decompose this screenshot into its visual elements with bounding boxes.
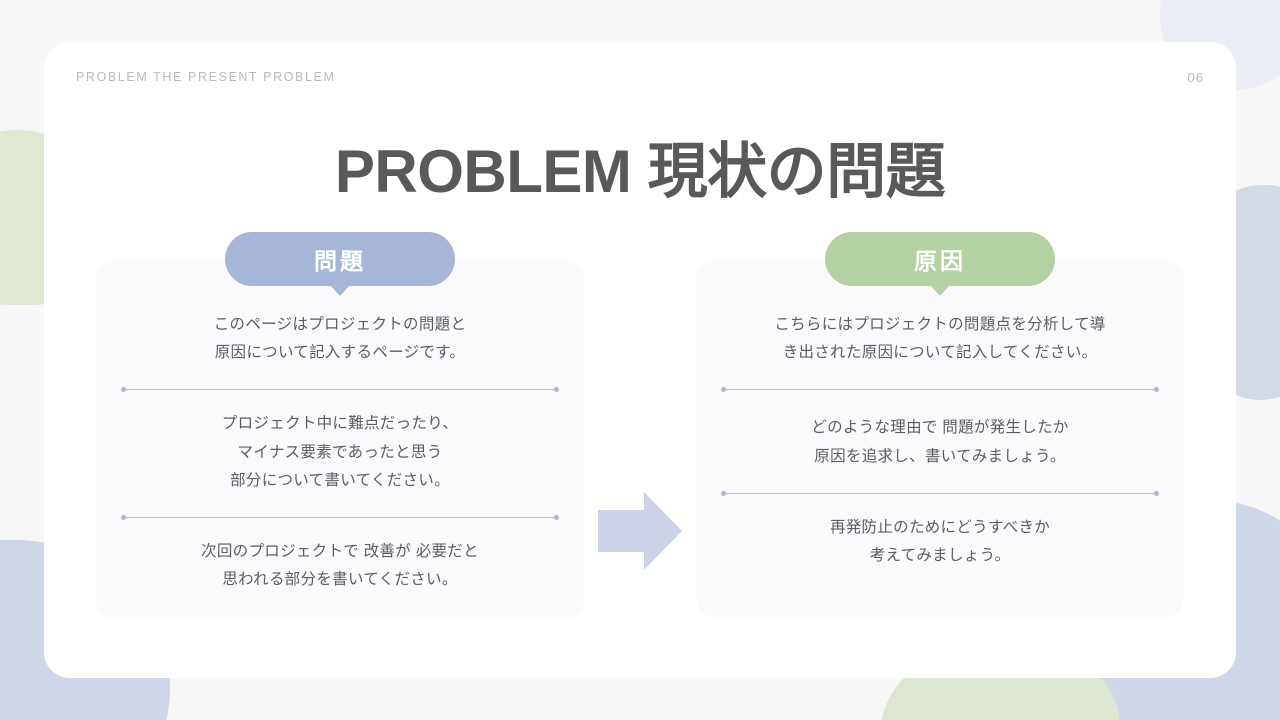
content-columns: 問題 このページはプロジェクトの問題と 原因について記入するページです。 プロジ… [96,232,1184,660]
badge-tail-icon [329,284,351,296]
column-cause: 原因 こちらにはプロジェクトの問題点を分析して導 き出された原因について記入して… [696,232,1184,617]
eyebrow-label: PROBLEM THE PRESENT PROBLEM [76,70,336,84]
text-line: どのような理由で 問題が発生したか [811,419,1069,437]
text-line: 考えてみましょう。 [869,547,1011,565]
panel-cause: こちらにはプロジェクトの問題点を分析して導 き出された原因について記入してくださ… [696,259,1184,617]
text-line: マイナス要素であったと思う [237,443,443,461]
text-block-cause-detail: どのような理由で 問題が発生したか 原因を追求し、書いてみましょう。 [722,414,1158,470]
panel-problem: このページはプロジェクトの問題と 原因について記入するページです。 プロジェクト… [96,259,584,621]
text-line: このページはプロジェクトの問題と [213,316,467,333]
column-problem: 問題 このページはプロジェクトの問題と 原因について記入するページです。 プロジ… [96,232,584,621]
badge-cause-label: 原因 [914,248,966,274]
divider-problem-2 [121,515,559,521]
text-line: 再発防止のためにどうすべきか [829,518,1051,536]
text-line: プロジェクト中に難点だったり、 [221,415,459,433]
badge-wrap-cause: 原因 [696,232,1184,296]
text-line: 原因を追求し、書いてみましょう。 [814,447,1066,465]
divider-problem-1 [121,387,559,393]
badge-tail-icon [929,284,951,296]
text-line: き出された原因について記入してください。 [782,344,1098,362]
text-block-problem-intro: このページはプロジェクトの問題と 原因について記入するページです。 [122,311,558,367]
badge-cause[interactable]: 原因 [825,232,1055,296]
divider-cause-2 [721,490,1159,496]
divider-cause-1 [721,387,1159,393]
text-line: こちらにはプロジェクトの問題点を分析して導 [774,316,1106,333]
text-block-problem-detail: プロジェクト中に難点だったり、 マイナス要素であったと思う 部分について書いてく… [122,410,558,495]
slide-header: PROBLEM THE PRESENT PROBLEM 06 [44,42,1236,112]
text-block-cause-prevention: 再発防止のためにどうすべきか 考えてみましょう。 [722,514,1158,570]
badge-problem[interactable]: 問題 [225,232,455,296]
badge-problem-label: 問題 [314,248,366,274]
text-line: 原因について記入するページです。 [214,344,466,362]
text-line: 部分について書いてください。 [230,471,450,489]
text-line: 思われる部分を書いてください。 [222,571,458,589]
arrow-right-icon [588,492,692,570]
slide-canvas: PROBLEM THE PRESENT PROBLEM 06 PROBLEM 現… [44,42,1236,678]
text-block-problem-improvement: 次回のプロジェクトで 改善が 必要だと 思われる部分を書いてください。 [122,538,558,594]
badge-wrap-problem: 問題 [96,232,584,296]
text-line: 次回のプロジェクトで 改善が 必要だと [201,543,479,561]
page-number: 06 [1187,69,1204,85]
page-title: PROBLEM 現状の問題 [334,138,946,205]
text-block-cause-intro: こちらにはプロジェクトの問題点を分析して導 き出された原因について記入してくださ… [722,311,1158,367]
